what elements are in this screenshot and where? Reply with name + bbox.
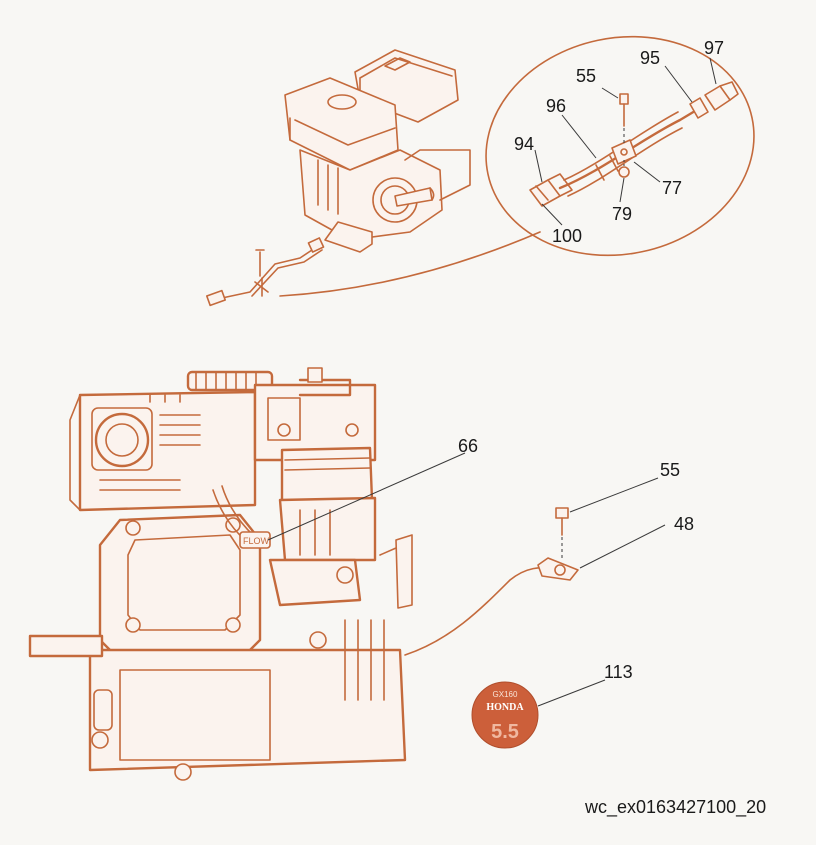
callout-79: 79	[612, 204, 632, 224]
callout-66: 66	[458, 436, 478, 456]
callout-113: 113	[604, 662, 633, 682]
flow-label: FLOW	[243, 536, 270, 546]
callout-97: 97	[704, 38, 724, 58]
callout-77: 77	[662, 178, 682, 198]
callout-100: 100	[552, 226, 582, 246]
bolt-and-clamp	[537, 507, 579, 581]
callout-94: 94	[514, 134, 534, 154]
honda-decal: GX160 HONDA 5.5	[471, 681, 539, 749]
callout-55-bottom: 55	[660, 460, 680, 480]
callout-55-top: 55	[576, 66, 596, 86]
callout-48: 48	[674, 514, 694, 534]
reference-code: wc_ex0163427100_20	[585, 797, 767, 817]
callout-95: 95	[640, 48, 660, 68]
fuel-line-detail-zoom	[485, 35, 755, 257]
engine-main: FLOW	[28, 367, 561, 781]
callout-96: 96	[546, 96, 566, 116]
decal-model: GX160	[493, 690, 518, 699]
decal-brand: HONDA	[486, 702, 524, 713]
decal-hp: 5.5	[491, 721, 519, 743]
engine-overview-small	[205, 49, 541, 307]
